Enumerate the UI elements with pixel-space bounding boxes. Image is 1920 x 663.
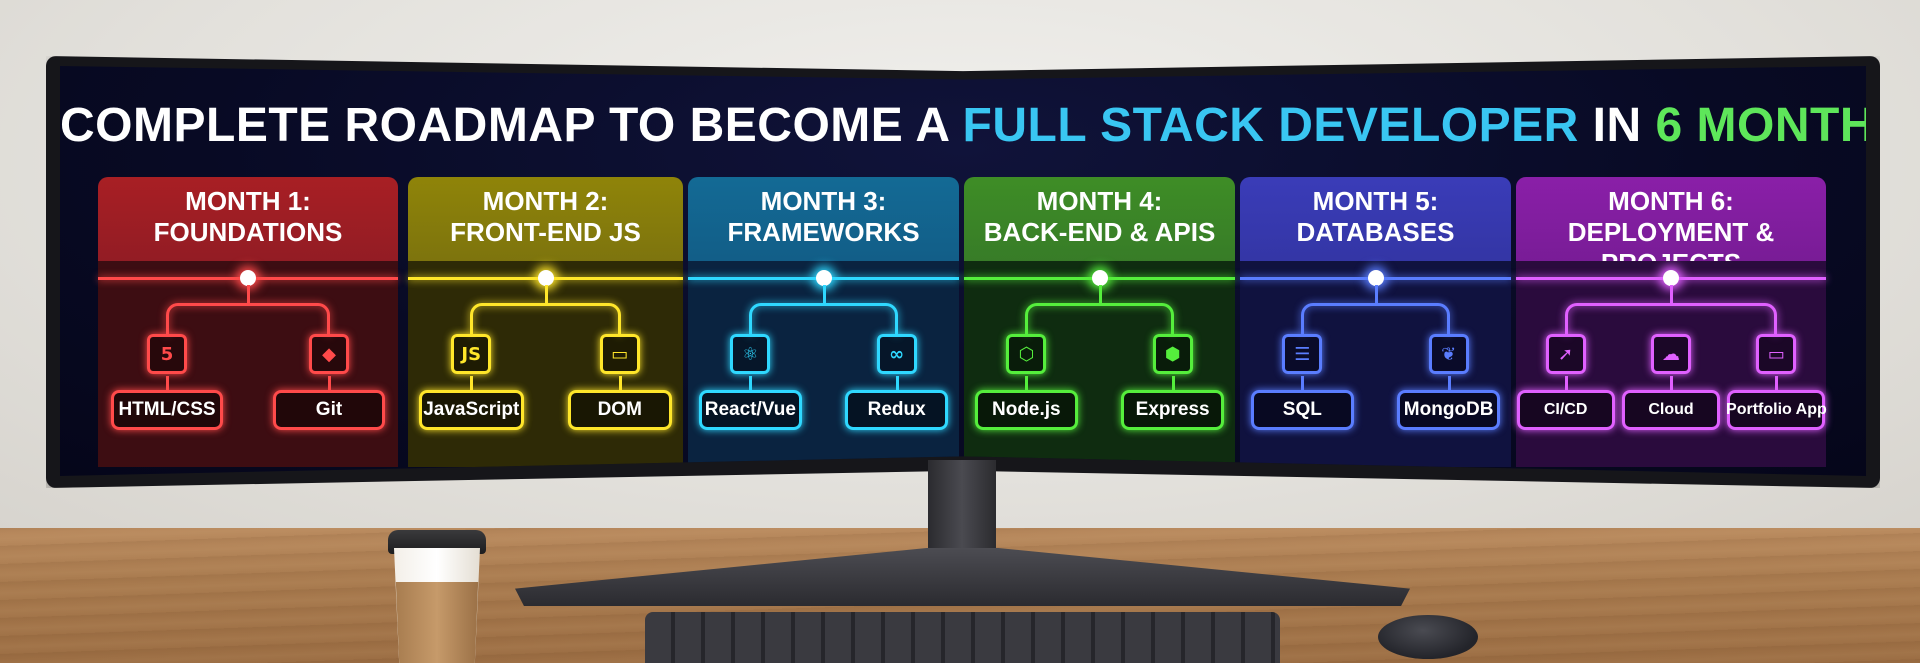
title-text-white: COMPLETE ROADMAP TO BECOME A — [60, 99, 963, 152]
month-number: MONTH 4: — [1036, 186, 1163, 216]
title-text-in: IN — [1578, 99, 1656, 152]
computer-mouse — [1378, 615, 1478, 659]
item-stem — [1447, 376, 1451, 390]
item-stem — [1775, 376, 1779, 390]
javascript-icon: JS — [451, 334, 492, 374]
item-stem — [895, 376, 899, 390]
nodejs-icon: ⬡ — [1006, 334, 1047, 374]
timeline-node — [1663, 270, 1679, 286]
skill-label: HTML/CSS — [111, 390, 223, 430]
skill-label: Express — [1121, 390, 1225, 430]
month-header: MONTH 6:DEPLOYMENT & PROJECTS — [1516, 177, 1826, 278]
item-stem — [749, 376, 753, 390]
item-stem — [1171, 376, 1175, 390]
item-stem — [1670, 376, 1673, 390]
month-panel-4: MONTH 4:BACK-END & APIS ⬡ Node.js ⬢ Express — [964, 177, 1235, 467]
roadmap-title: COMPLETE ROADMAP TO BECOME A FULL STACK … — [60, 98, 1866, 153]
express-icon: ⬢ — [1152, 334, 1193, 374]
month-header: MONTH 2:FRONT-END JS — [408, 177, 683, 261]
title-text-green: 6 MONTHS — [1655, 99, 1866, 152]
timeline-node — [537, 270, 554, 286]
branch-connector — [749, 303, 898, 336]
skill-label: React/Vue — [698, 390, 802, 430]
rocket-icon: ➚ — [1545, 334, 1586, 374]
item-stem — [618, 376, 622, 390]
skill-label: Redux — [845, 390, 949, 430]
month-topic: BACK-END & APIS — [983, 217, 1216, 247]
skill-label: SQL — [1250, 390, 1354, 430]
branch-connector — [1564, 303, 1778, 336]
html5-icon: 5 — [147, 334, 187, 374]
month-topic: FRONT-END JS — [450, 217, 641, 247]
timeline-node — [240, 270, 256, 286]
month-panel-3: MONTH 3:FRAMEWORKS ⚛ React/Vue ∞ Redux — [688, 177, 959, 467]
month-number: MONTH 1: — [185, 186, 311, 216]
skill-label: JavaScript — [419, 390, 524, 430]
timeline-node — [1091, 270, 1108, 286]
item-stem — [1301, 376, 1305, 390]
skill-label: Git — [273, 390, 385, 430]
item-stem — [328, 376, 331, 390]
timeline-node — [815, 270, 832, 286]
branch-connector — [470, 303, 621, 336]
coffee-cup-sleeve — [395, 582, 479, 663]
node-stem — [1374, 285, 1378, 304]
month-panel-6: MONTH 6:DEPLOYMENT & PROJECTS ➚ CI/CD ☁ Clou… — [1516, 177, 1827, 467]
keyboard — [645, 612, 1280, 663]
node-stem — [822, 285, 826, 304]
monitor-stand-neck — [928, 460, 996, 558]
month-header: MONTH 3:FRAMEWORKS — [688, 177, 959, 261]
title-text-blue: FULL STACK DEVELOPER — [962, 99, 1579, 152]
browser-window-icon: ▭ — [599, 334, 640, 374]
timeline-node — [1367, 270, 1384, 286]
skill-label: Node.js — [974, 390, 1078, 430]
skill-label: MongoDB — [1397, 390, 1501, 430]
git-icon: ◆ — [309, 334, 349, 374]
month-number: MONTH 5: — [1312, 186, 1439, 216]
database-icon: ☰ — [1282, 334, 1323, 374]
browser-window-icon: ▭ — [1756, 334, 1797, 374]
branch-connector — [1301, 303, 1450, 336]
skill-label: DOM — [567, 390, 672, 430]
mongodb-leaf-icon: ❦ — [1428, 334, 1469, 374]
month-header: MONTH 4:BACK-END & APIS — [964, 177, 1235, 261]
skill-label: Portfolio App — [1726, 390, 1827, 430]
item-stem — [1564, 376, 1568, 390]
react-icon: ⚛ — [730, 334, 771, 374]
node-stem — [544, 285, 548, 304]
month-header: MONTH 5:DATABASES — [1240, 177, 1511, 261]
month-number: MONTH 3: — [760, 186, 887, 216]
month-panel-2: MONTH 2:FRONT-END JS JS JavaScript ▭ DOM — [408, 177, 683, 467]
month-number: MONTH 6: — [1608, 186, 1734, 216]
month-panel-5: MONTH 5:DATABASES ☰ SQL ❦ MongoDB — [1240, 177, 1511, 467]
branch-connector — [1025, 303, 1174, 336]
item-stem — [470, 376, 474, 390]
node-stem — [1670, 285, 1673, 304]
node-stem — [247, 285, 250, 304]
item-stem — [1025, 376, 1029, 390]
month-number: MONTH 2: — [482, 186, 609, 216]
month-topic: FOUNDATIONS — [153, 217, 343, 247]
node-stem — [1098, 285, 1102, 304]
item-stem — [166, 376, 169, 390]
monitor-screen: COMPLETE ROADMAP TO BECOME A FULL STACK … — [60, 66, 1866, 476]
month-topic: DATABASES — [1296, 217, 1455, 247]
month-topic: FRAMEWORKS — [727, 217, 920, 247]
skill-label: Cloud — [1622, 390, 1720, 430]
month-header: MONTH 1:FOUNDATIONS — [98, 177, 398, 261]
cloud-icon: ☁ — [1651, 334, 1691, 374]
skill-label: CI/CD — [1516, 390, 1615, 430]
branch-connector — [166, 303, 330, 336]
redux-icon: ∞ — [876, 334, 917, 374]
